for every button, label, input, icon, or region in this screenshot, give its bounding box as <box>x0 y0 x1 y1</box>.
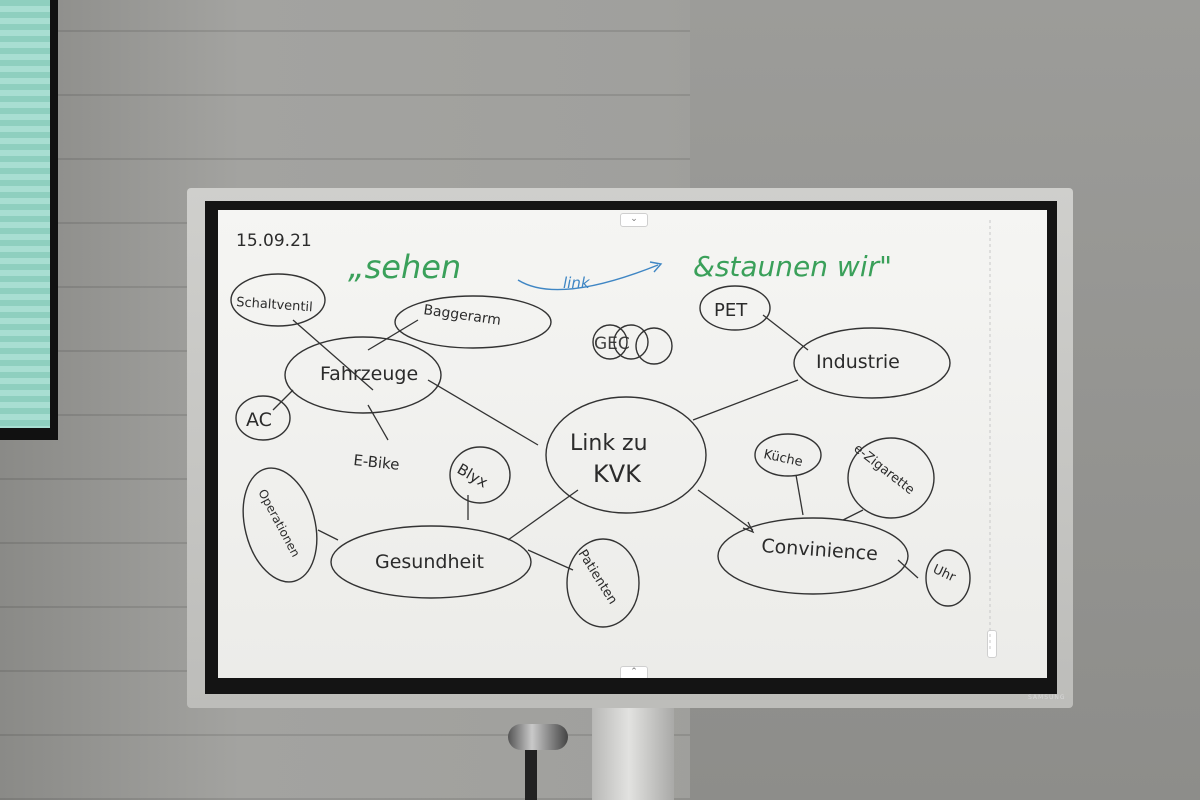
node-fahrzeuge: Fahrzeuge <box>320 363 418 385</box>
collapse-top-tab[interactable]: ⌄ <box>620 213 648 227</box>
node-baggerarm: Baggerarm <box>422 302 502 329</box>
center-line-2: KVK <box>593 460 642 488</box>
brand-label: SAMSUNG <box>1028 694 1066 701</box>
title-left: „sehen <box>348 248 461 286</box>
node-convinience: Convinience <box>761 535 879 565</box>
node-gesundheit: Gesundheit <box>375 551 484 573</box>
node-operationen: Operationen <box>255 487 302 560</box>
node-ezigarette: e-Zigarette <box>851 441 918 498</box>
node-pet: PET <box>714 300 748 321</box>
side-monitor-display <box>0 0 50 428</box>
side-monitor <box>0 0 58 440</box>
webcam <box>508 724 568 750</box>
display-stand <box>592 700 674 800</box>
node-schaltventil: Schaltventil <box>236 295 313 315</box>
node-patienten: Patienten <box>575 547 620 607</box>
expand-bottom-tab[interactable]: ⌃ <box>620 666 648 678</box>
node-kueche: Küche <box>762 447 804 470</box>
mindmap-drawing: 15.09.21 „sehen link &staunen wir" Schal… <box>230 220 991 650</box>
center-line-1: Link zu <box>570 431 648 456</box>
node-uhr: Uhr <box>930 562 958 586</box>
side-scroll-handle[interactable] <box>987 630 997 658</box>
node-blyx: Blyx <box>454 460 491 492</box>
node-ac: AC <box>246 409 272 431</box>
title-right: &staunen wir" <box>693 250 892 283</box>
whiteboard-canvas[interactable]: ⌄ ⌃ <box>218 210 1047 678</box>
node-ebike: E-Bike <box>353 451 401 474</box>
node-industrie: Industrie <box>816 351 900 373</box>
gec-logo: GEC <box>594 334 630 354</box>
date-text: 15.09.21 <box>236 231 312 251</box>
camera-arm <box>525 742 537 800</box>
arrow-label: link <box>563 274 591 292</box>
